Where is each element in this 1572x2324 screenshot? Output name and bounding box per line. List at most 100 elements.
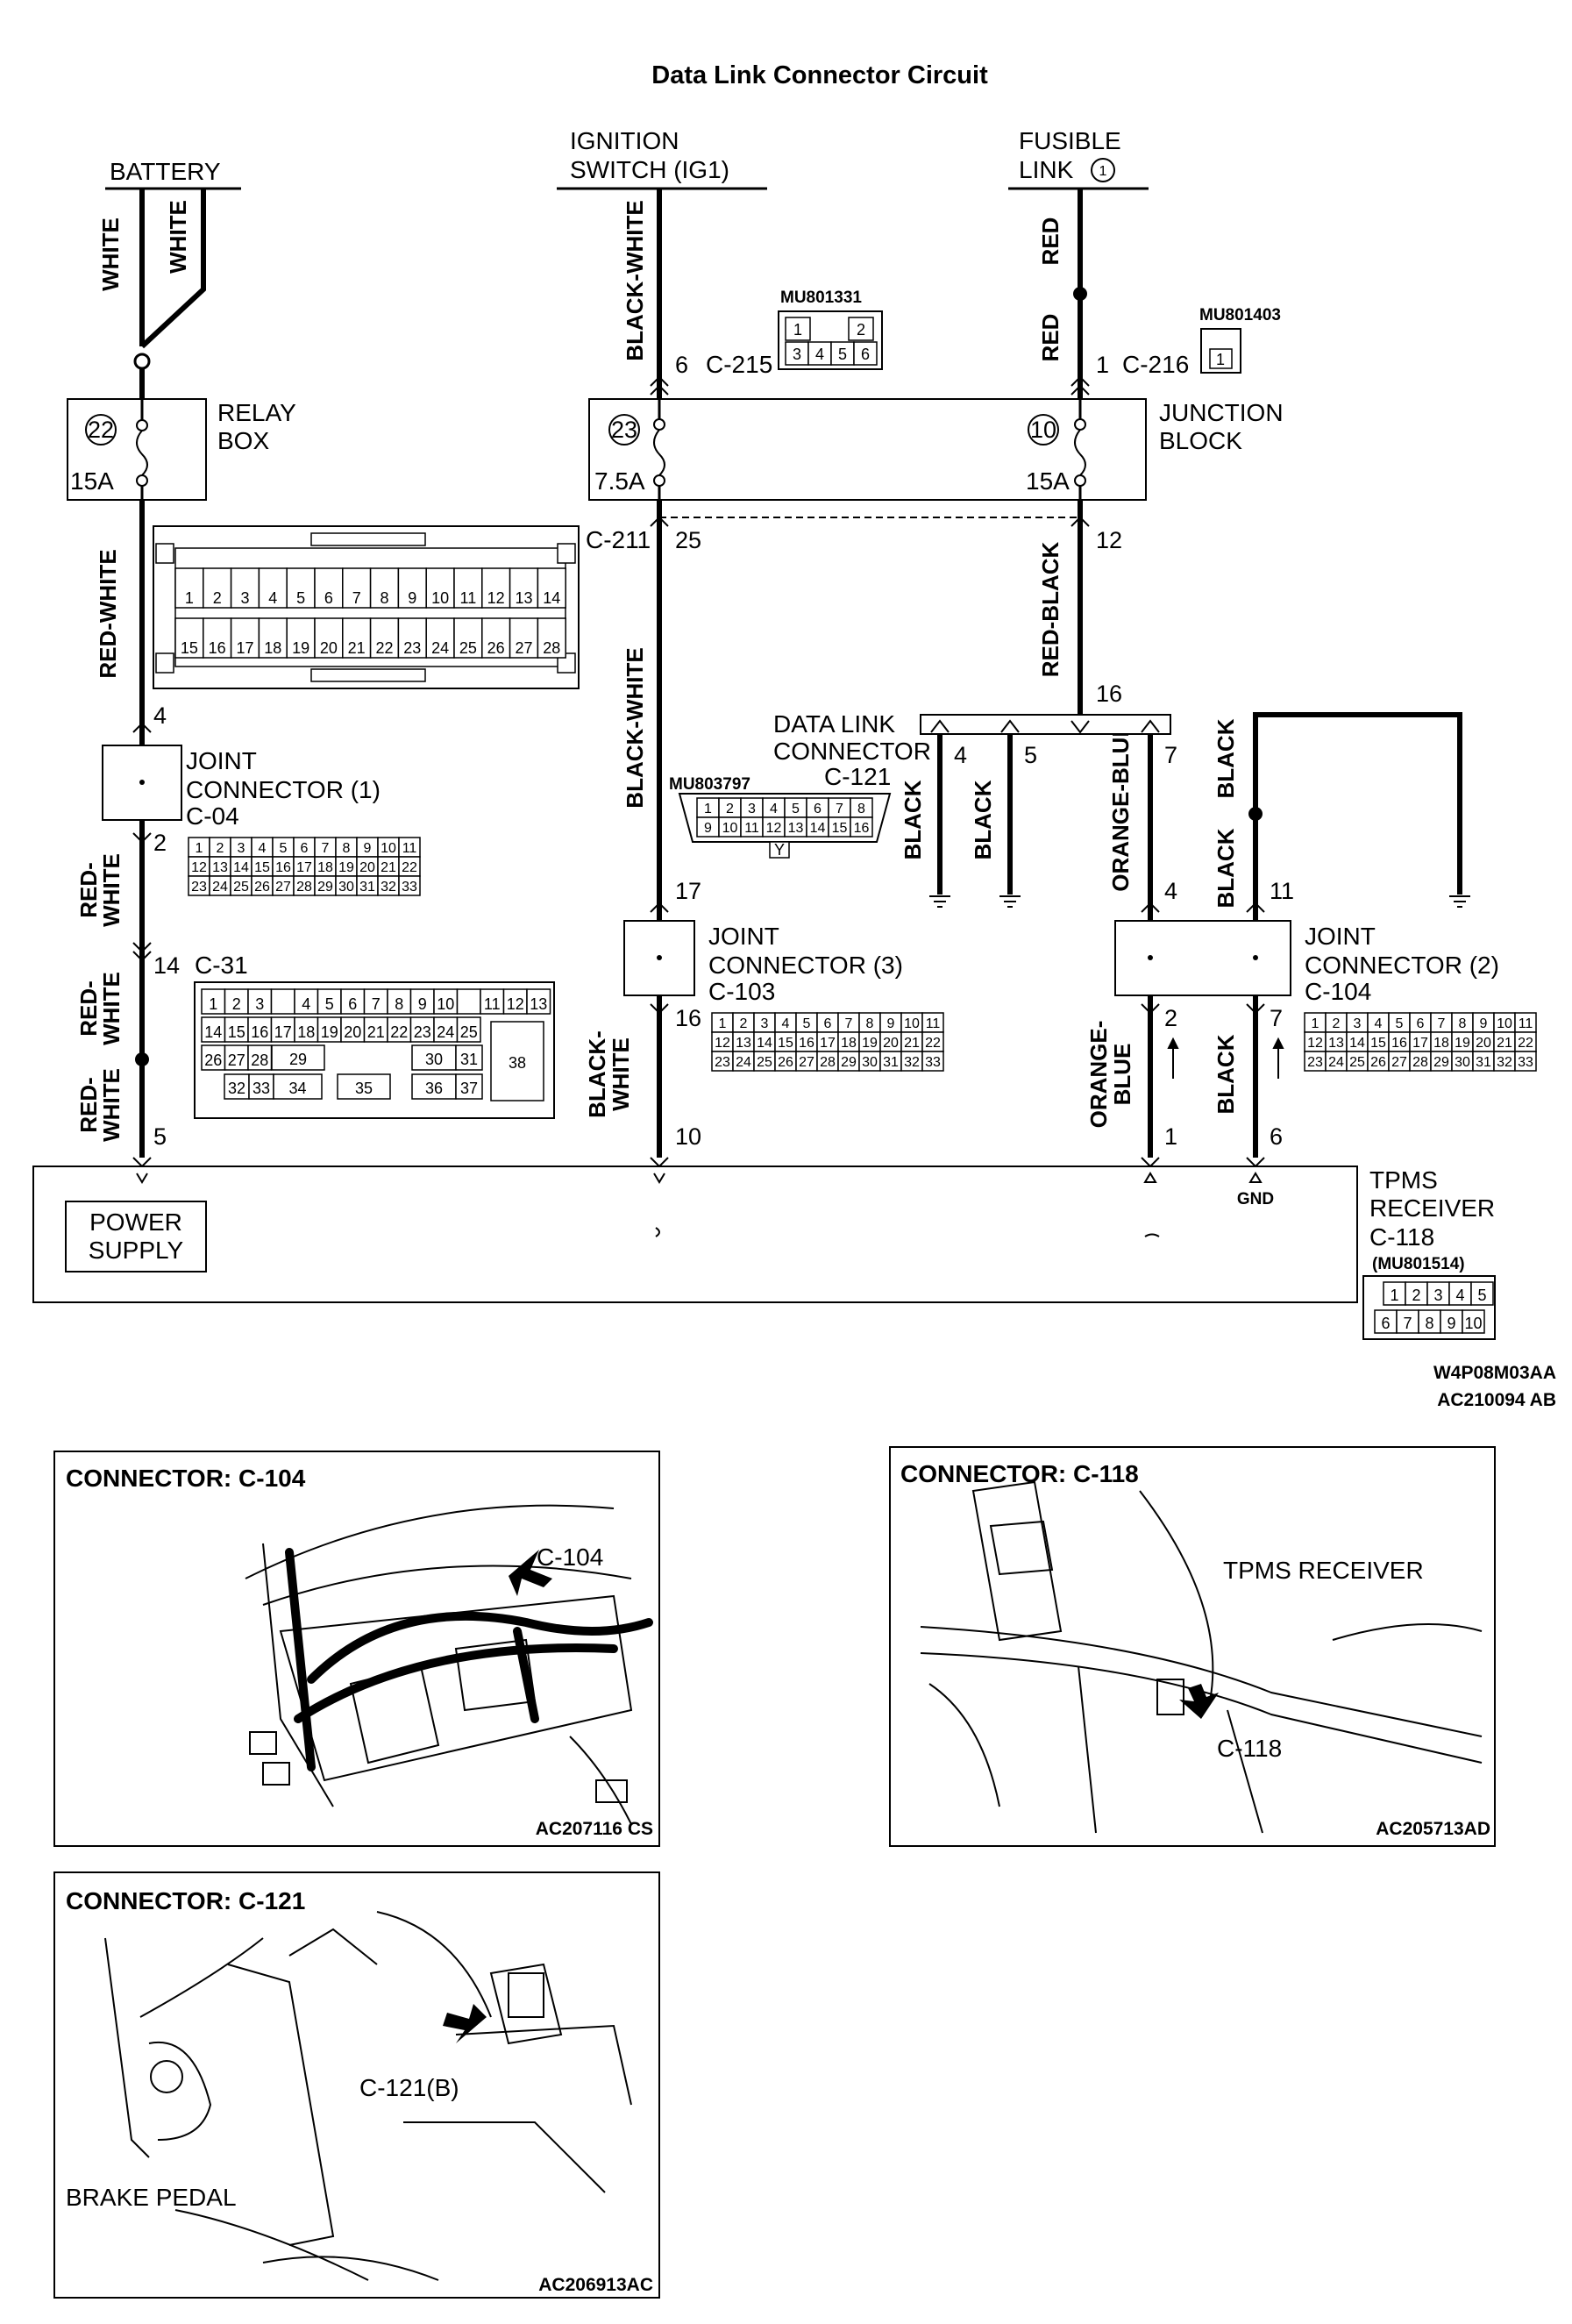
connector-cell-label: 29	[289, 1051, 307, 1068]
battery-label: BATTERY	[110, 158, 221, 185]
jc1-label-1: JOINT	[186, 747, 257, 774]
wire-label-red-black: RED-BLACK	[1037, 542, 1063, 678]
pin-14-c31: 14	[153, 952, 180, 979]
connector-cell	[481, 567, 511, 609]
connector-cell	[455, 1073, 483, 1100]
connector-cell-label: 14	[757, 1036, 772, 1051]
connector-cell-label: 21	[381, 860, 396, 875]
connector-cell-label: 3	[238, 841, 245, 856]
jb-fuse-b-number: 10	[1030, 417, 1056, 443]
panel-c104-code: AC207116 CS	[536, 1819, 653, 1839]
connector-cell	[286, 617, 316, 659]
connector-cell	[317, 1016, 342, 1043]
connector-cell	[340, 1016, 366, 1043]
connector-cell-label: 12	[487, 589, 505, 607]
wire-label-black-white-2: BLACK-WHITE	[622, 647, 648, 808]
connector-cell-label: 26	[1370, 1055, 1386, 1070]
connector-cell	[537, 617, 566, 659]
connector-cell-label: 4	[1455, 1287, 1464, 1304]
c121-part-number: MU803797	[669, 775, 750, 794]
connector-cell-label: 19	[292, 639, 309, 657]
connector-cell	[224, 1044, 249, 1071]
connector-cell-label: 9	[887, 1016, 895, 1031]
jb-fuse-b-amp: 15A	[1026, 467, 1070, 495]
connector-cell-label: 7	[322, 841, 330, 856]
junction-block-label-2: BLOCK	[1159, 427, 1242, 454]
connector-cell-label: 18	[317, 860, 333, 875]
pin-11-jc2: 11	[1270, 878, 1294, 904]
pin-4-dlc: 4	[954, 742, 967, 768]
connector-cell	[1448, 1281, 1472, 1306]
ignition-source: IGNITION SWITCH (IG1)	[557, 127, 767, 190]
c216-cell-1: 1	[1216, 351, 1225, 368]
connector-cell-label: 10	[381, 841, 396, 856]
connector-cell	[1418, 1309, 1441, 1334]
wire-label-black-2: BLACK	[970, 780, 996, 859]
data-link-connector: DATA LINK CONNECTOR	[773, 710, 1171, 765]
grounds	[929, 895, 1470, 908]
pin-6-c215: 6	[675, 352, 688, 378]
connector-cell-label: 21	[348, 639, 366, 657]
connector-cell	[286, 567, 316, 609]
joint-connector-2: JOINT CONNECTOR (2)	[1114, 920, 1499, 996]
pin-2-jc1: 2	[153, 830, 167, 856]
splices	[135, 287, 1263, 1066]
connector-cell-label: 15	[254, 860, 270, 875]
connector-cell-label: 18	[264, 639, 281, 657]
connector-cell-label: 16	[275, 860, 291, 875]
connector-cell-label: 17	[296, 860, 312, 875]
connector-c121-label: C-121	[824, 763, 891, 790]
jc3-label-1: JOINT	[708, 923, 779, 950]
wire-label-white-6: WHITE	[608, 1037, 634, 1111]
c216-part-number: MU801403	[1199, 306, 1281, 324]
ignition-label-1: IGNITION	[570, 127, 679, 154]
connector-cell-label: 18	[1433, 1036, 1449, 1051]
connector-cell-label: 12	[715, 1036, 730, 1051]
connector-cell-label: 25	[757, 1055, 772, 1070]
connector-cell-label: 27	[275, 880, 291, 895]
connector-cell-label: 23	[403, 639, 421, 657]
connector-cell-label: 11	[744, 821, 759, 836]
connector-cell-label: 27	[799, 1055, 814, 1070]
connector-cell-label: 27	[1391, 1055, 1407, 1070]
connector-cell-label: 28	[296, 880, 312, 895]
receiver-label-2: RECEIVER	[1369, 1194, 1495, 1222]
connector-cell-label: 26	[204, 1052, 222, 1069]
jb-fuse-a-number: 23	[611, 417, 637, 443]
panel-connector-c118: CONNECTOR: C-118 TPMS RECEIVER C-118 AC2…	[889, 1446, 1496, 1847]
c118-arrow-icon	[1179, 1684, 1219, 1719]
panel-c118-title: CONNECTOR: C-118	[900, 1460, 1139, 1487]
connector-cell-label: 24	[212, 880, 228, 895]
connector-cell-label: 21	[1497, 1036, 1512, 1051]
wire-label-red-dash-1: RED-	[75, 862, 102, 918]
wire-label-black-5: BLACK	[1213, 1034, 1239, 1114]
connector-cell-label: 22	[925, 1036, 941, 1051]
connector-cell-label: 23	[715, 1055, 730, 1070]
connector-cell-label: 3	[1433, 1287, 1442, 1304]
connector-cell	[526, 988, 551, 1015]
wire-label-red-dash-3: RED-	[75, 1077, 102, 1133]
diagram-code-2: AC210094 AB	[1437, 1390, 1556, 1410]
connector-cell-label: 6	[348, 995, 357, 1013]
connector-cell	[455, 1044, 483, 1071]
connector-c104-label: C-104	[1305, 978, 1371, 1005]
connector-cell-label: 16	[1391, 1036, 1407, 1051]
connector-cell-label: 6	[301, 841, 309, 856]
relay-box-label-2: BOX	[217, 427, 269, 454]
relay-fuse-amp: 15A	[70, 467, 114, 495]
wire-label-black-1: BLACK	[900, 780, 926, 859]
junction-block: 23 7.5A 10 15A JUNCTION BLOCK	[588, 398, 1284, 518]
pin-25-c211: 25	[675, 527, 701, 553]
panel-c121-callout: C-121(B)	[359, 2074, 459, 2101]
connector-cell-label: 17	[820, 1036, 836, 1051]
connector-cell-label: 38	[509, 1054, 526, 1072]
receiver-gnd-label: GND	[1237, 1190, 1274, 1208]
connector-cell	[337, 1073, 391, 1100]
connector-cell-label: 4	[259, 841, 267, 856]
connector-cell	[480, 988, 505, 1015]
panel-c118-callout: C-118	[1217, 1735, 1282, 1762]
power-supply-label-2: SUPPLY	[89, 1237, 184, 1264]
connector-cell	[258, 567, 288, 609]
connector-cell-label: 25	[460, 1023, 478, 1041]
